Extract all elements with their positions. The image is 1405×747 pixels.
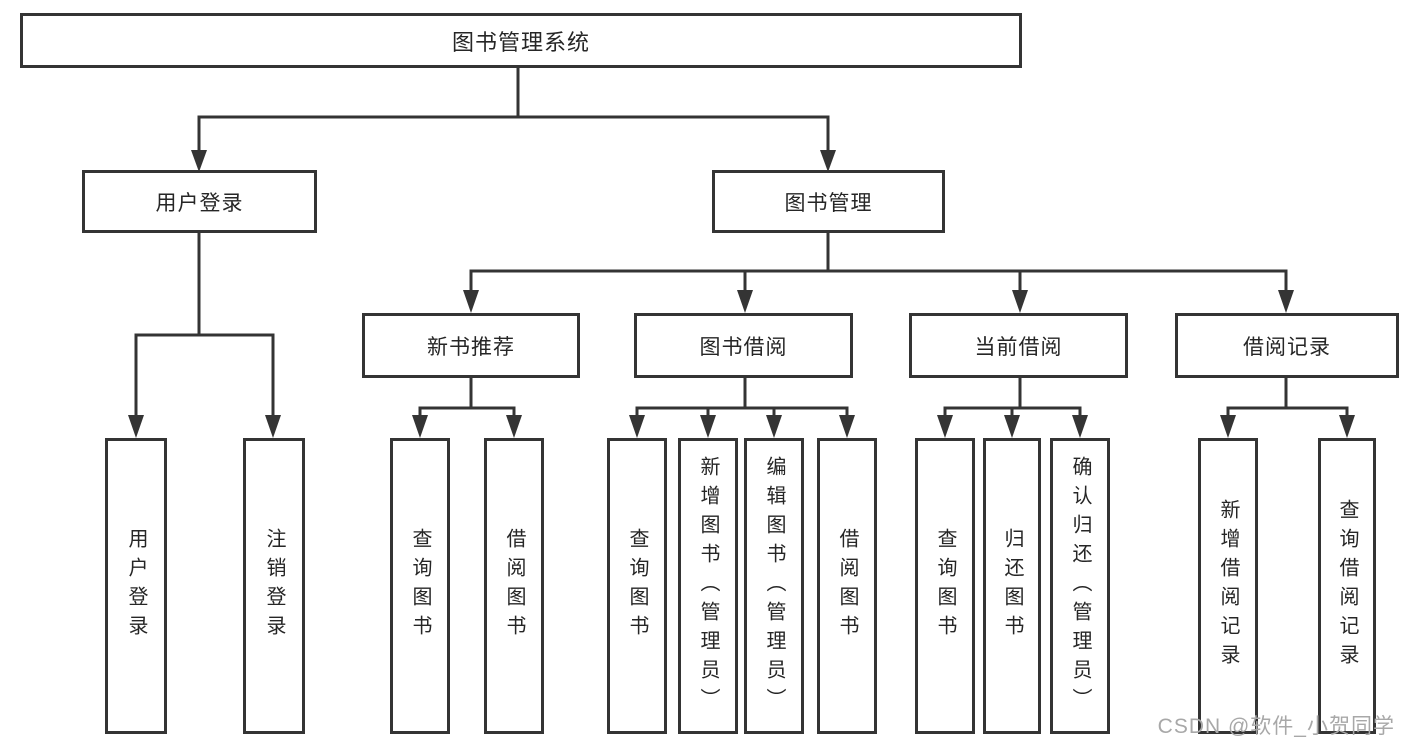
node-current-borrowing: 当前借阅 [909, 313, 1128, 378]
node-label: 图书管理系统 [451, 29, 590, 55]
arrow-down-icon [191, 150, 207, 172]
node-new-book-recommend: 新书推荐 [362, 313, 580, 378]
node-label: 查询图书 [626, 528, 648, 644]
leaf-logout: 注销登录 [243, 438, 305, 734]
arrow-down-icon [1339, 415, 1355, 438]
arrow-down-icon [1072, 415, 1088, 438]
node-label: 图书管理 [784, 191, 873, 215]
leaf-query-books-recommend: 查询图书 [390, 438, 450, 734]
leaf-return-books: 归还图书 [983, 438, 1041, 734]
node-label: 查询图书 [934, 528, 956, 644]
node-user-login: 用户登录 [82, 170, 317, 233]
arrow-down-icon [1278, 290, 1294, 313]
node-label: 查询图书 [409, 528, 431, 644]
arrow-down-icon [265, 415, 281, 438]
leaf-user-login: 用户登录 [105, 438, 167, 734]
leaf-borrow-books-recommend: 借阅图书 [484, 438, 544, 734]
arrow-down-icon [1004, 415, 1020, 438]
arrow-down-icon [839, 415, 855, 438]
leaf-query-books-borrowing: 查询图书 [607, 438, 667, 734]
node-label: 借阅图书 [836, 528, 858, 644]
node-label: 查询借阅记录 [1336, 499, 1358, 673]
arrow-down-icon [1220, 415, 1236, 438]
leaf-add-books-admin: 新增图书（管理员） [678, 438, 738, 734]
leaf-add-borrow-record: 新增借阅记录 [1198, 438, 1258, 734]
arrow-down-icon [463, 290, 479, 313]
node-label: 用户登录 [125, 528, 147, 644]
node-label: 注销登录 [263, 528, 285, 644]
arrow-down-icon [737, 290, 753, 313]
arrow-down-icon [766, 415, 782, 438]
node-label: 新书推荐 [427, 335, 515, 359]
node-book-management: 图书管理 [712, 170, 945, 233]
leaf-query-books-current: 查询图书 [915, 438, 975, 734]
node-label: 用户登录 [155, 191, 244, 215]
leaf-query-borrow-record: 查询借阅记录 [1318, 438, 1376, 734]
node-label: 借阅图书 [503, 528, 525, 644]
node-label: 借阅记录 [1243, 335, 1331, 359]
arrow-down-icon [128, 415, 144, 438]
node-label: 图书借阅 [699, 335, 788, 359]
node-label: 新增借阅记录 [1217, 499, 1239, 673]
node-label: 新增图书（管理员） [697, 455, 719, 717]
node-book-borrowing: 图书借阅 [634, 313, 853, 378]
arrow-down-icon [629, 415, 645, 438]
leaf-borrow-books: 借阅图书 [817, 438, 877, 734]
arrow-down-icon [412, 415, 428, 438]
node-label: 编辑图书（管理员） [763, 455, 785, 717]
arrow-down-icon [506, 415, 522, 438]
node-library-system: 图书管理系统 [20, 13, 1022, 68]
arrow-down-icon [1012, 290, 1028, 313]
arrow-down-icon [700, 415, 716, 438]
node-label: 当前借阅 [974, 335, 1063, 359]
leaf-edit-books-admin: 编辑图书（管理员） [744, 438, 804, 734]
node-label: 归还图书 [1001, 528, 1023, 644]
leaf-confirm-return-admin: 确认归还（管理员） [1050, 438, 1110, 734]
csdn-watermark: CSDN @软件_小贺同学 [1157, 715, 1395, 738]
node-borrowing-records: 借阅记录 [1175, 313, 1399, 378]
node-label: 确认归还（管理员） [1069, 455, 1091, 717]
arrow-down-icon [937, 415, 953, 438]
arrow-down-icon [820, 150, 836, 172]
